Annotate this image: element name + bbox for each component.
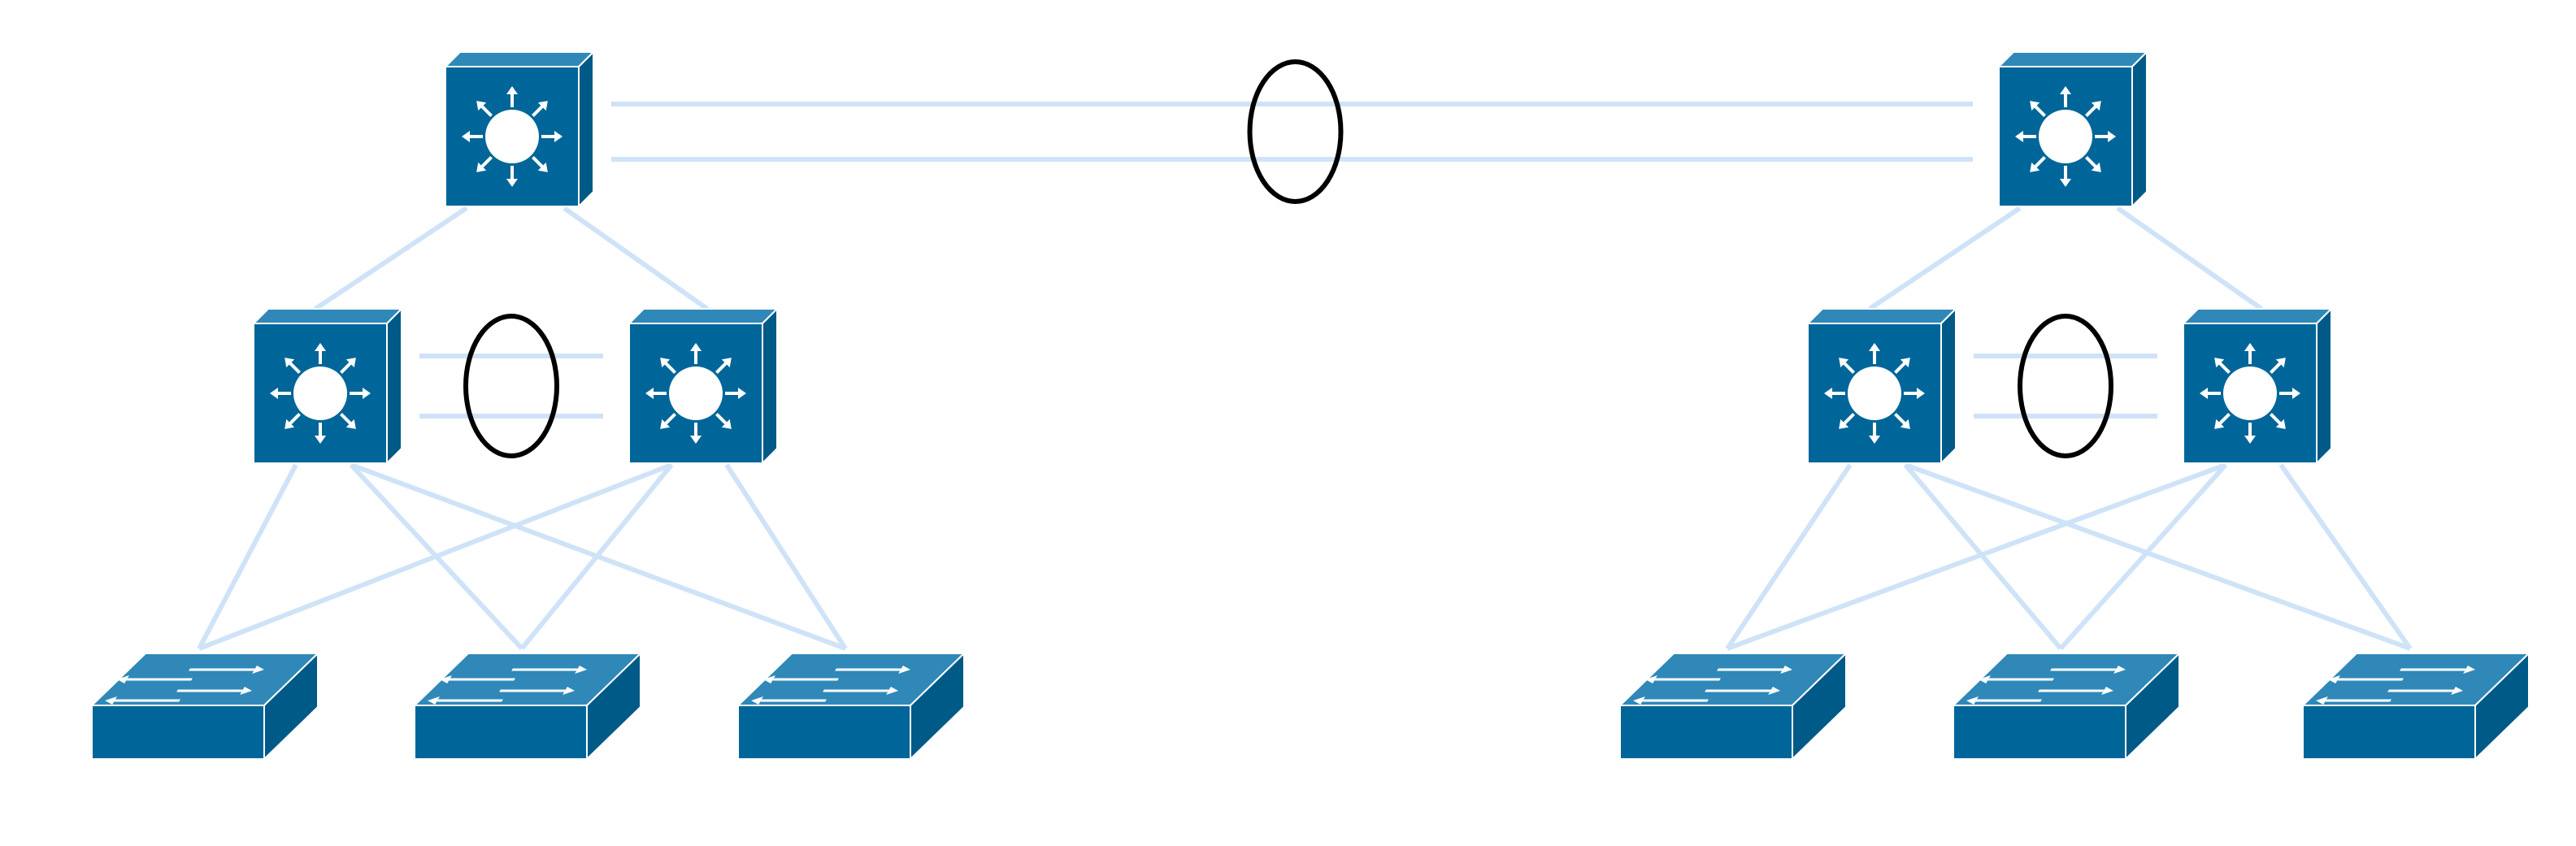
link-dist-left-a-access-left-1 [197, 463, 298, 650]
core-right-multilayer-switch-icon[interactable] [1996, 50, 2149, 209]
link-bundle-ring [2018, 314, 2113, 458]
link-dist-right-b-access-right-2 [2058, 462, 2228, 651]
dist-left-b-multilayer-switch-icon[interactable] [627, 306, 780, 466]
link-dist-right-a-access-right-3 [1904, 462, 2412, 651]
link-core-left-dist-left-b [563, 206, 709, 311]
devices-layer [89, 50, 2531, 761]
links-layer [197, 102, 2413, 651]
link-dist-left-b-access-left-2 [519, 463, 674, 650]
dist-left-a-multilayer-switch-icon[interactable] [251, 306, 404, 466]
link-core-right-dist-right-b [2116, 206, 2263, 311]
core-left-multilayer-switch-icon[interactable] [443, 50, 596, 209]
access-right-2-workgroup-switch-icon[interactable] [1951, 651, 2182, 761]
access-left-2-workgroup-switch-icon[interactable] [412, 651, 643, 761]
access-left-1-workgroup-switch-icon[interactable] [89, 651, 320, 761]
link-core-right-dist-right-a [1868, 206, 2022, 311]
link-core-left-dist-left-a [314, 206, 468, 311]
link-dist-left-b-access-left-3 [724, 463, 848, 650]
link-dist-right-b-access-right-3 [2278, 463, 2413, 650]
dist-right-a-multilayer-switch-icon[interactable] [1805, 306, 1958, 466]
link-dist-right-a-access-right-1 [1725, 463, 1853, 650]
access-right-3-workgroup-switch-icon[interactable] [2300, 651, 2531, 761]
link-dist-left-b-access-left-1 [198, 462, 673, 651]
access-left-3-workgroup-switch-icon[interactable] [736, 651, 967, 761]
link-dist-right-b-access-right-1 [1726, 462, 2227, 651]
link-bundle-ring [1247, 59, 1344, 204]
link-bundle-ring [463, 314, 559, 458]
access-right-1-workgroup-switch-icon[interactable] [1618, 651, 1848, 761]
dist-right-b-multilayer-switch-icon[interactable] [2181, 306, 2334, 466]
bundle-rings-layer [463, 59, 2113, 458]
